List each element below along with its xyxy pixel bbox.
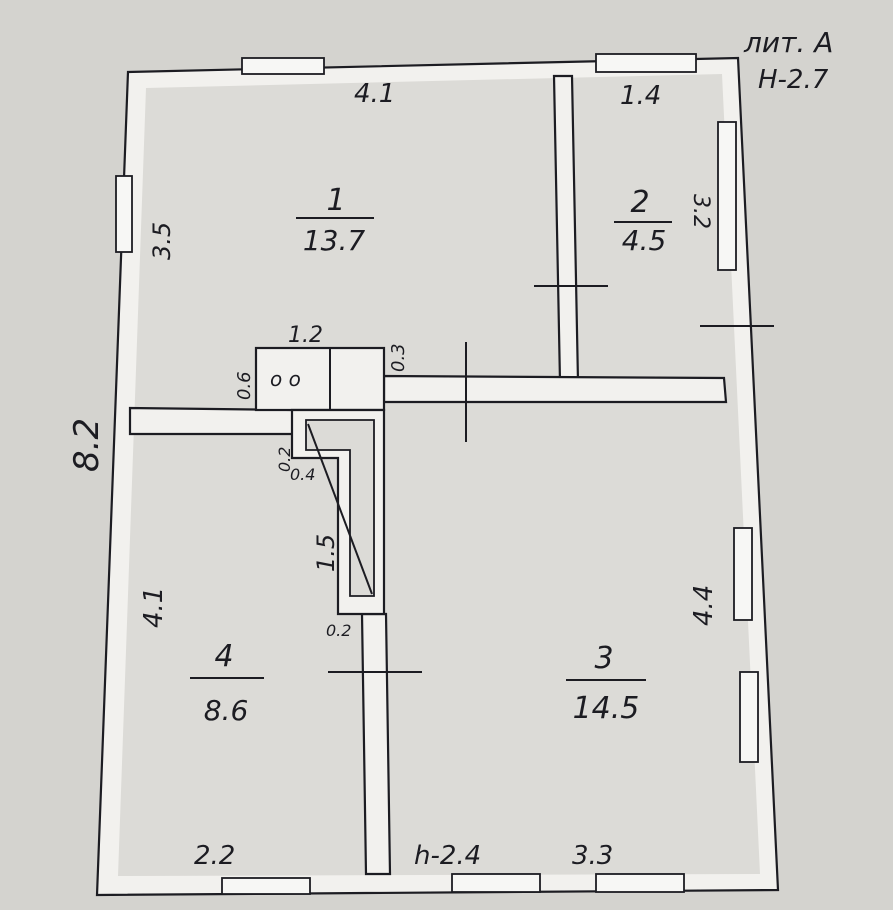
window-bottom-mid (451, 873, 541, 893)
partition-room4-room3 (360, 612, 392, 876)
room-3-number: 3 (594, 641, 613, 676)
window-right-upper (717, 121, 737, 271)
partition-top-room3 (382, 374, 728, 404)
dim-left-upper: 3.5 (148, 222, 176, 260)
room-1-number: 1 (326, 183, 345, 218)
window-right-mid (733, 527, 753, 621)
dim-chimney-a: 0.2 (275, 447, 294, 472)
dim-chimney-b: 0.4 (290, 465, 315, 484)
window-top-left (241, 57, 325, 75)
dim-left-lower: 4.1 (139, 587, 169, 628)
interior-floor (118, 74, 760, 876)
room-2-number: 2 (630, 185, 649, 220)
room-3-area: 14.5 (573, 691, 640, 726)
window-right-lower (739, 671, 759, 763)
dim-stove-gap: 0.3 (388, 343, 409, 372)
dim-left-total: 8.2 (67, 418, 107, 472)
dim-partition: 0.2 (326, 621, 351, 640)
dim-stove-depth: 0.6 (234, 371, 255, 400)
dim-bottom-right: 3.3 (572, 841, 613, 871)
window-left (115, 175, 133, 253)
chimney-diagonal (307, 423, 373, 595)
dim-top-left: 4.1 (354, 79, 395, 109)
dim-stove-width: 1.2 (288, 323, 323, 348)
ceiling-height-top: Н-2.7 (758, 65, 829, 95)
room-2-area: 4.5 (622, 224, 667, 257)
stove-burners: o o (270, 367, 301, 391)
dim-top-right: 1.4 (620, 81, 661, 111)
window-bottom-right (595, 873, 685, 893)
partition-room1-room4 (128, 406, 298, 436)
dim-bottom-left: 2.2 (194, 841, 235, 871)
plan-title: лит. А (743, 26, 833, 59)
room-4-area: 8.6 (204, 694, 249, 727)
room-4-number: 4 (214, 639, 233, 674)
room-1-area: 13.7 (303, 224, 366, 257)
dim-chimney-length: 1.5 (312, 534, 340, 572)
window-bottom-left (221, 877, 311, 895)
dim-right-upper: 3.2 (688, 194, 713, 229)
ceiling-height-bottom: h-2.4 (414, 841, 481, 871)
window-top-right (595, 53, 697, 73)
dim-right-lower: 4.4 (689, 585, 719, 626)
